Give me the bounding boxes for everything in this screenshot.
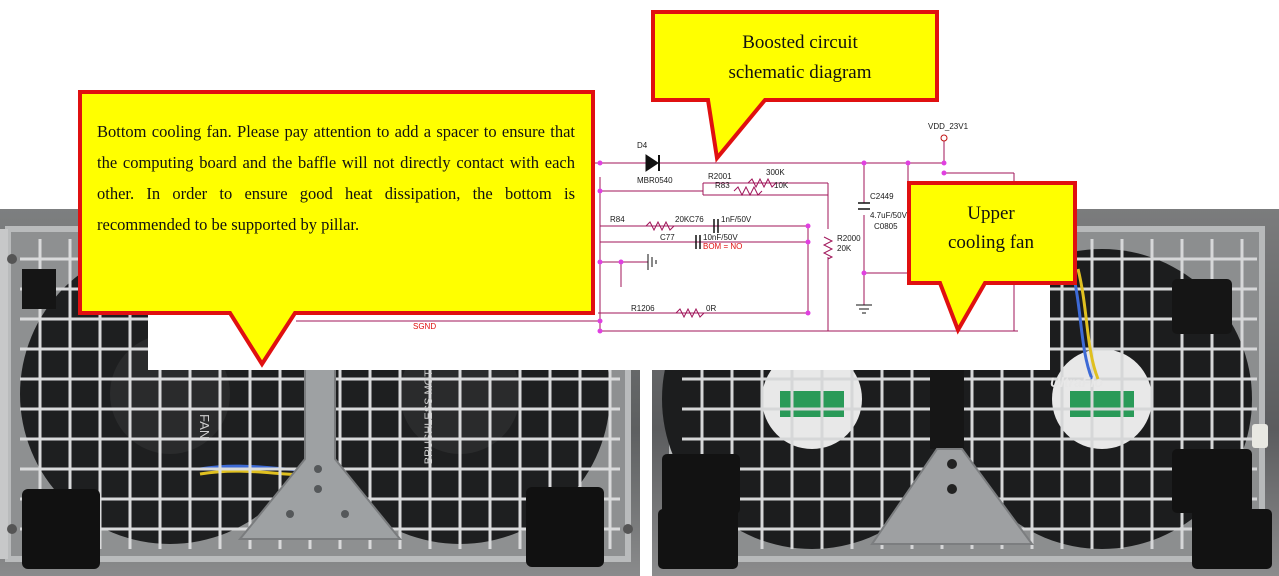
sgnd-net-label: SGND: [413, 322, 436, 331]
c0805-footprint: C0805: [874, 222, 898, 231]
left-fan-label: FAN: [197, 414, 212, 439]
boosted-circuit-title-line1: Boosted circuit: [742, 32, 858, 53]
r83-value: 10K: [774, 181, 789, 190]
upper-fan-title-line2: cooling fan: [947, 232, 1034, 253]
bottom-fan-callout-text: Bottom cooling fan. Please pay attention…: [97, 122, 575, 234]
r2000-ref: R2000: [837, 234, 861, 243]
upper-fan-title-line1: Upper: [967, 203, 1015, 224]
d4-ref: D4: [637, 141, 648, 150]
r2001-value: 300K: [766, 168, 785, 177]
c77-ref: C77: [660, 233, 675, 242]
r1206-value: 0R: [706, 304, 716, 313]
left-fan-motor-label: BRUSHLESS MOTOR: [423, 354, 435, 464]
boosted-circuit-title-line2: schematic diagram: [728, 62, 872, 83]
r83-ref: R83: [715, 181, 730, 190]
r2001-ref: R2001: [708, 172, 732, 181]
boosted-circuit-callout-box: [651, 10, 939, 163]
c77-value: 10nF/50V: [703, 233, 738, 242]
r1206-ref: R1206: [631, 304, 655, 313]
r84-ref: R84: [610, 215, 625, 224]
right-fan-brand-label: UltraFlo: [1050, 374, 1103, 390]
bom-note: BOM = NO: [703, 242, 742, 251]
r84-value: 20K: [675, 215, 690, 224]
c2449-ref: C2449: [870, 192, 894, 201]
d4-part: MBR0540: [637, 176, 673, 185]
c76-ref: C76: [689, 215, 704, 224]
upper-fan-callout-box: [907, 181, 1077, 335]
r2000-value: 20K: [837, 244, 852, 253]
c76-value: 1nF/50V: [721, 215, 752, 224]
c2449-value: 4.7uF/50V: [870, 211, 908, 220]
upper-fan-callout-text: Upper cooling fan: [911, 199, 1071, 257]
boosted-circuit-callout-text: Boosted circuit schematic diagram: [660, 28, 940, 88]
vdd-label: VDD_23V1: [928, 122, 969, 131]
bottom-fan-callout-box: [78, 90, 595, 368]
